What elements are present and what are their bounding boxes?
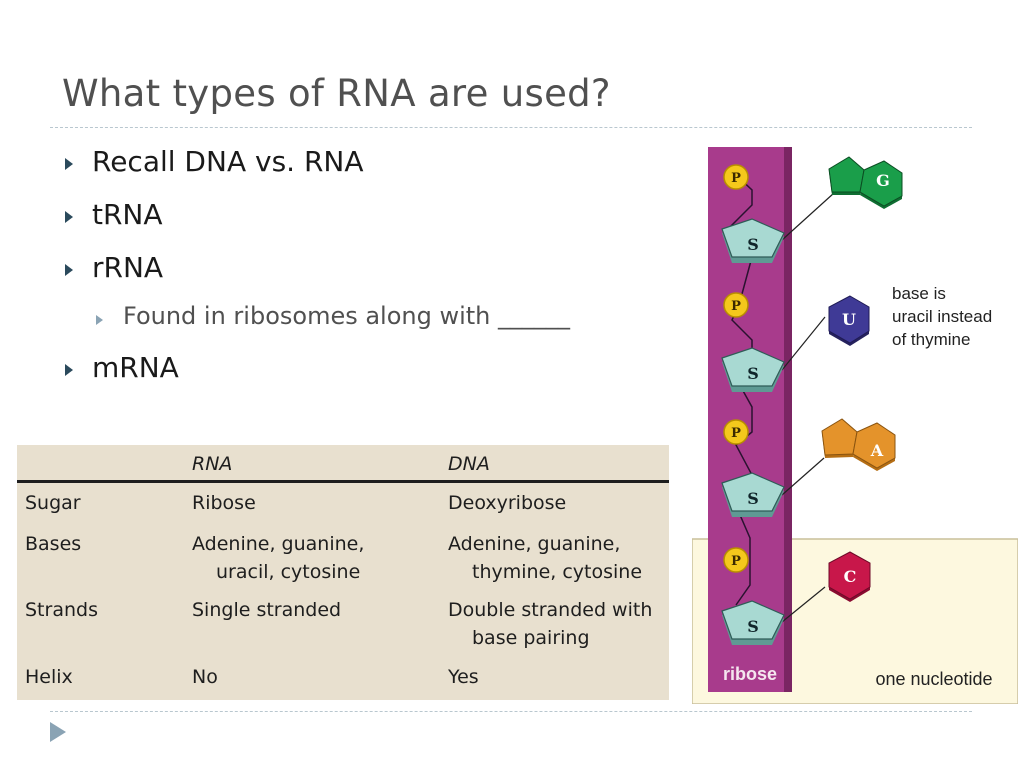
bullet-item: rRNA bbox=[62, 249, 662, 302]
phosphate-group: P bbox=[723, 164, 749, 190]
bullet-text: Recall DNA vs. RNA bbox=[92, 145, 364, 178]
title-divider bbox=[50, 127, 972, 128]
table-cell-line: base pairing bbox=[472, 627, 590, 649]
base-adenine: A bbox=[821, 418, 896, 471]
base-bond bbox=[781, 586, 826, 623]
phosphate-group: P bbox=[723, 419, 749, 445]
bullet-arrow-icon bbox=[96, 315, 103, 325]
bullet-arrow-icon bbox=[65, 158, 73, 170]
ribose-backbone-edge bbox=[784, 147, 792, 692]
sugar-group: S bbox=[721, 347, 785, 392]
base-bond bbox=[781, 316, 826, 371]
table-row-label: Sugar bbox=[25, 492, 81, 514]
bullet-arrow-icon bbox=[65, 264, 73, 276]
bullet-text: tRNA bbox=[92, 198, 163, 231]
table-header-rule bbox=[17, 480, 669, 483]
table-cell-rna: Ribose bbox=[192, 492, 256, 514]
rna-dna-comparison-table: RNA DNA Sugar Ribose Deoxyribose Bases A… bbox=[17, 445, 669, 700]
table-row-label: Helix bbox=[25, 666, 73, 688]
table-cell-dna: Deoxyribose bbox=[448, 492, 567, 514]
bullet-list: Recall DNA vs. RNA tRNA rRNA Found in ri… bbox=[62, 143, 662, 402]
table-cell-dna: Double stranded with base pairing bbox=[448, 596, 652, 652]
rna-strand-diagram: P P P P S S S S G bbox=[692, 147, 1018, 704]
footer-divider bbox=[50, 711, 972, 712]
sugar-label: S bbox=[747, 489, 759, 508]
bullet-item: tRNA bbox=[62, 196, 662, 249]
annotation-line: uracil instead bbox=[892, 307, 992, 326]
base-bond bbox=[781, 192, 835, 241]
table-row-label: Strands bbox=[25, 599, 98, 621]
table-header-rna: RNA bbox=[192, 453, 233, 475]
base-letter: A bbox=[870, 441, 884, 460]
table-header-dna: DNA bbox=[448, 453, 490, 475]
annotation-line: of thymine bbox=[892, 330, 970, 349]
table-cell-line: uracil, cytosine bbox=[216, 561, 361, 583]
table-cell-rna: Single stranded bbox=[192, 599, 342, 621]
table-cell-line: Adenine, guanine, bbox=[448, 533, 621, 555]
sugar-group: S bbox=[721, 218, 785, 263]
sugar-label: S bbox=[747, 364, 759, 383]
bullet-text: mRNA bbox=[92, 351, 179, 384]
phosphate-label: P bbox=[731, 299, 741, 314]
table-cell-line: Double stranded with bbox=[448, 599, 653, 621]
base-letter: C bbox=[844, 567, 857, 586]
table-cell-rna: No bbox=[192, 666, 218, 688]
sugar-label: S bbox=[747, 617, 759, 636]
base-bond bbox=[781, 457, 825, 496]
phosphate-label: P bbox=[731, 554, 741, 569]
table-cell-rna: Adenine, guanine, uracil, cytosine bbox=[192, 530, 364, 586]
base-cytosine: C bbox=[828, 551, 871, 602]
nucleotide-label: one nucleotide bbox=[875, 669, 992, 689]
phosphate-label: P bbox=[731, 426, 741, 441]
table-row-label: Bases bbox=[25, 533, 82, 555]
sugar-group: S bbox=[721, 600, 785, 645]
sugar-group: S bbox=[721, 472, 785, 517]
uracil-annotation: base is uracil instead of thymine bbox=[892, 284, 997, 349]
phosphate-group: P bbox=[723, 292, 749, 318]
sugar-label: S bbox=[747, 235, 759, 254]
table-cell-line: Adenine, guanine, bbox=[192, 533, 365, 555]
base-letter: G bbox=[876, 171, 890, 190]
ribose-label: ribose bbox=[723, 664, 777, 684]
table-cell-dna: Adenine, guanine, thymine, cytosine bbox=[448, 530, 642, 586]
footer-play-icon bbox=[50, 722, 66, 742]
bullet-arrow-icon bbox=[65, 211, 73, 223]
bullet-item: Recall DNA vs. RNA bbox=[62, 143, 662, 196]
base-letter: U bbox=[842, 310, 856, 329]
bullet-arrow-icon bbox=[65, 364, 73, 376]
sub-bullet-item: Found in ribosomes along with ______ bbox=[62, 302, 662, 349]
bullet-text: rRNA bbox=[92, 251, 164, 284]
bullet-item: mRNA bbox=[62, 349, 662, 402]
base-uracil: U bbox=[828, 295, 870, 346]
slide-title: What types of RNA are used? bbox=[62, 72, 611, 115]
phosphate-label: P bbox=[731, 171, 741, 186]
base-guanine: G bbox=[828, 156, 903, 209]
sub-bullet-text: Found in ribosomes along with ______ bbox=[123, 302, 571, 330]
phosphate-group: P bbox=[723, 547, 749, 573]
annotation-line: base is bbox=[892, 284, 946, 303]
table-cell-dna: Yes bbox=[448, 666, 479, 688]
table-cell-line: thymine, cytosine bbox=[472, 561, 643, 583]
